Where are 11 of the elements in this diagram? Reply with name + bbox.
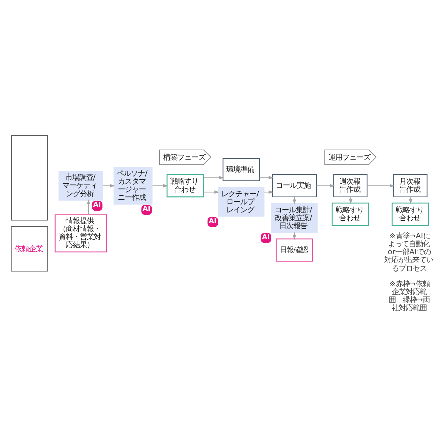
node-box [10, 134, 48, 220]
arrow [86, 199, 90, 215]
arrow [152, 184, 168, 188]
arrow [258, 176, 274, 180]
arrow [316, 184, 335, 188]
arrow [102, 184, 115, 188]
arrow [366, 184, 394, 188]
arrow [348, 196, 352, 204]
arrow [408, 196, 412, 204]
arrow [203, 176, 224, 180]
arrow [203, 190, 220, 194]
